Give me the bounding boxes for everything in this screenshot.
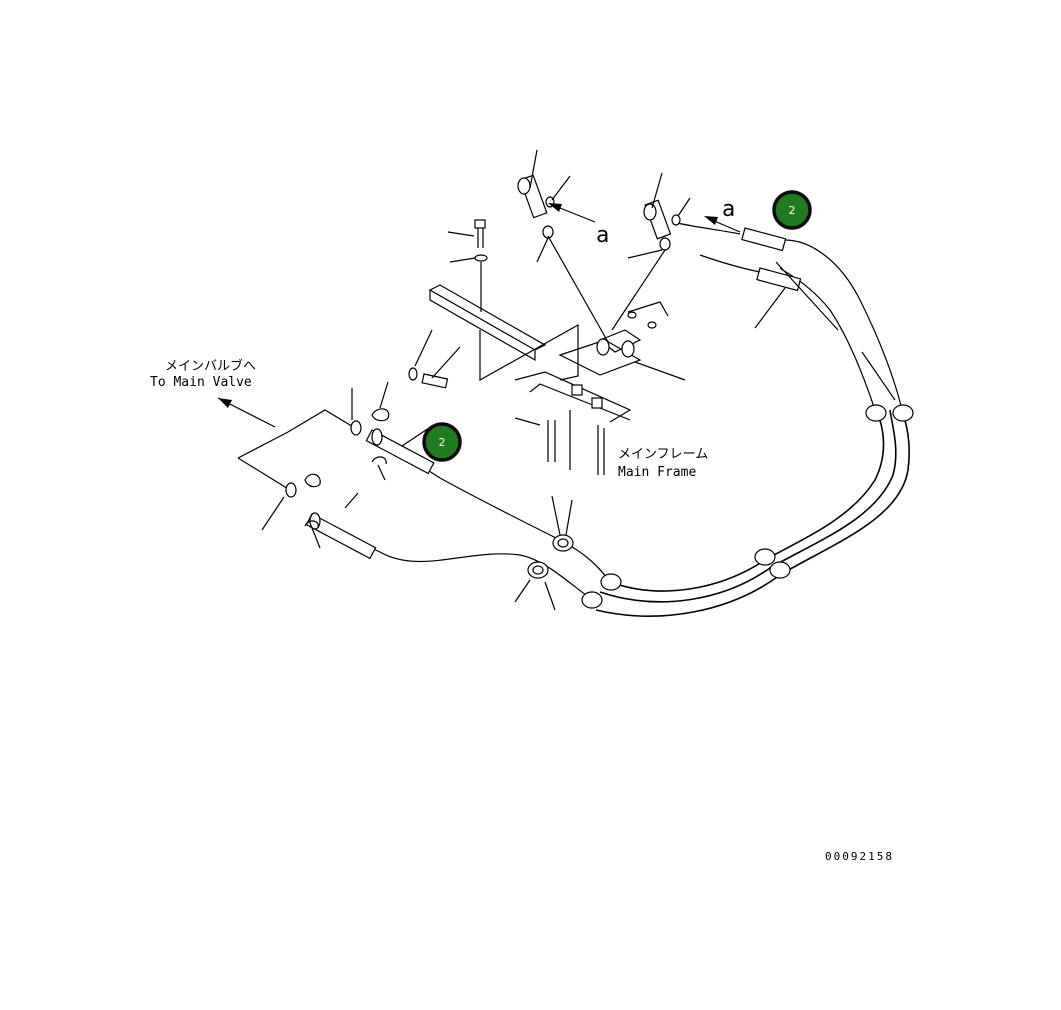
arrow-to-main-valve bbox=[217, 397, 276, 428]
arrow-a-2-group bbox=[704, 216, 741, 233]
badge-1[interactable]: 2 bbox=[772, 190, 812, 230]
label-main-valve-jp: メインバルブへ bbox=[165, 358, 256, 374]
hose-rise-2 bbox=[784, 239, 903, 411]
grommet-4 bbox=[769, 561, 791, 579]
hose-left-lower bbox=[311, 519, 591, 599]
hose-loop-outer bbox=[609, 409, 885, 592]
grommet-2 bbox=[581, 591, 603, 609]
drawing-number: 00092158 bbox=[825, 850, 894, 863]
arrow-a-1-group bbox=[548, 203, 596, 223]
badge-1-text: 2 bbox=[789, 204, 796, 217]
clamp-2 bbox=[527, 561, 549, 579]
clamp-1 bbox=[552, 534, 574, 552]
hose-loop-inner bbox=[599, 409, 897, 603]
label-arrow-a-2: a bbox=[722, 197, 735, 222]
grommet-5 bbox=[865, 404, 887, 422]
bracket-assembly bbox=[428, 219, 686, 475]
hose-top-lower bbox=[699, 254, 761, 273]
clamp-2-inner bbox=[532, 565, 544, 575]
label-main-frame-jp: メインフレーム bbox=[618, 447, 708, 462]
grommet-3 bbox=[754, 548, 776, 566]
top-fittings bbox=[514, 149, 896, 611]
label-main-valve-en: To Main Valve bbox=[150, 375, 252, 390]
grommet-1 bbox=[600, 573, 622, 591]
badge-2-text: 2 bbox=[439, 436, 446, 449]
label-arrow-a-1: a bbox=[596, 223, 609, 248]
clamp-1-inner bbox=[557, 538, 569, 548]
left-fittings bbox=[237, 329, 461, 560]
grommet-6 bbox=[892, 404, 914, 422]
hose-left-upper bbox=[377, 437, 611, 583]
hose-loop-outer-2 bbox=[595, 409, 910, 617]
hose-assembly bbox=[311, 221, 910, 617]
badge-2[interactable]: 2 bbox=[422, 422, 462, 462]
label-main-frame-en: Main Frame bbox=[618, 465, 696, 480]
hose-clamps bbox=[527, 404, 914, 609]
